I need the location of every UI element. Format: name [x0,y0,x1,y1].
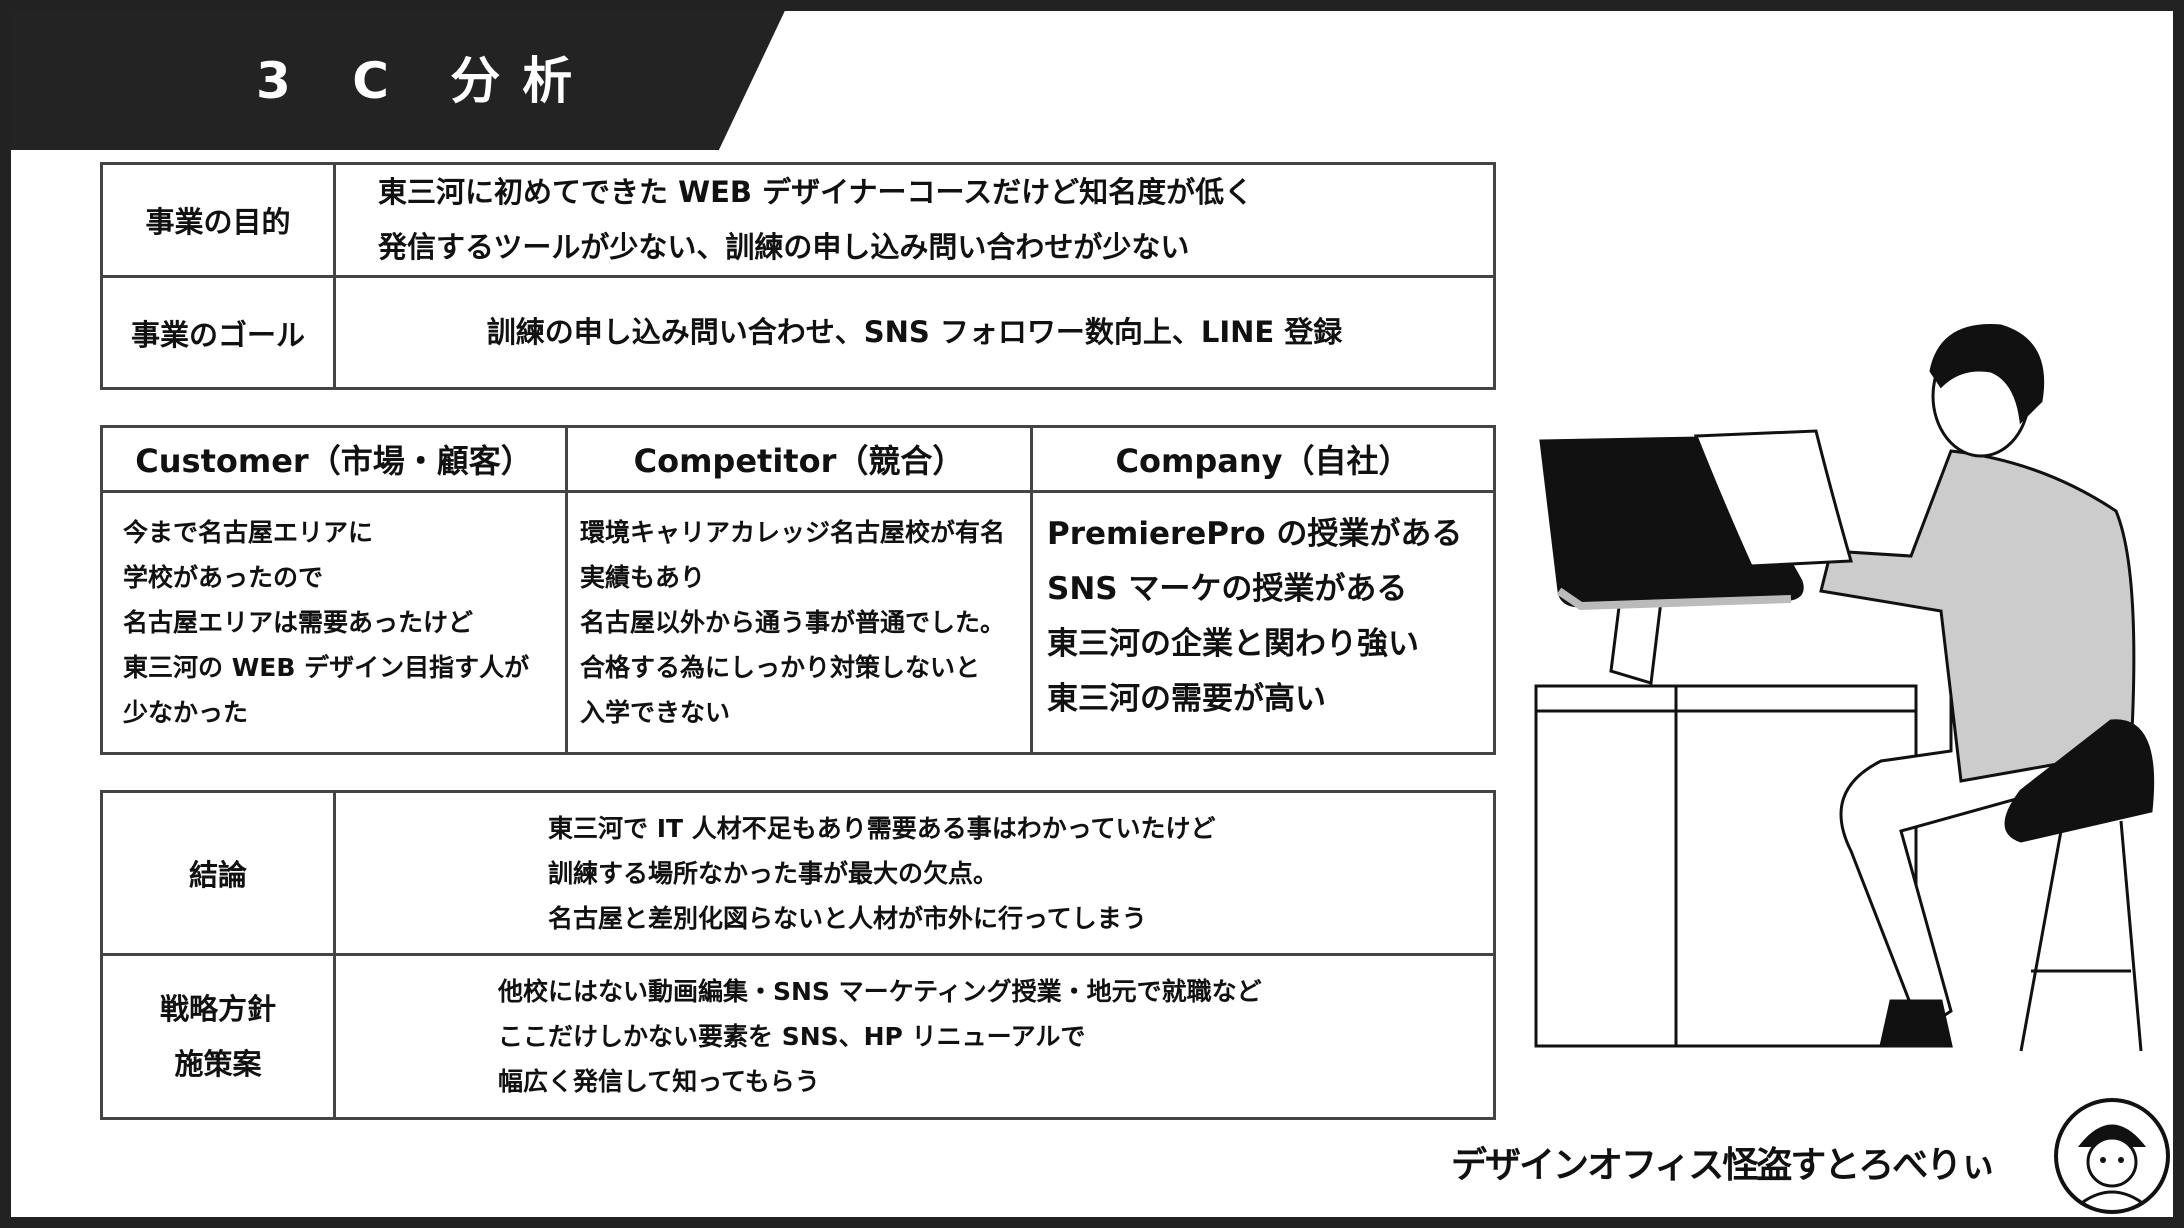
competitor-line: 環境キャリアカレッジ名古屋校が有名 [580,518,1006,547]
competitor-line: 名古屋以外から通う事が普通でした。 [580,608,1006,637]
customer-line: 名古屋エリアは需要あったけど [123,608,474,637]
chair-seat [2004,719,2155,843]
competitor-cell: 環境キャリアカレッジ名古屋校が有名 実績もあり 名古屋以外から通う事が普通でした… [565,490,1033,755]
purpose-label: 事業の目的 [100,162,336,278]
brand-avatar-logo [2054,1098,2170,1214]
hair [1929,324,2045,425]
desk [1534,684,1918,1048]
brand-logo-text: デザインオフィス怪盗すとろべりぃ [1451,1145,1996,1186]
competitor-line: 入学できない [580,698,731,727]
conclusion-text: 東三河で IT 人材不足もあり需要ある事はわかっていたけど 訓練する場所なかった… [333,790,1496,956]
customer-line: 東三河の WEB デザイン目指す人が [123,653,530,682]
company-line: PremierePro の授業がある [1047,516,1463,552]
competitor-line: 合格する為にしっかり対策しないと [580,653,981,682]
strategy-line: ここだけしかない要素を SNS、HP リニューアルで [498,1022,1086,1051]
strategy-label: 戦略方針 施策案 [100,953,336,1120]
strategy-label-line: 施策案 [174,1046,262,1081]
company-line: 東三河の企業と関わり強い [1047,626,1419,662]
mascot-icon [2078,1124,2146,1204]
conclusion-line: 名古屋と差別化図らないと人材が市外に行ってしまう [548,903,1147,933]
company-header: Company（自社） [1030,425,1496,493]
page-title: 3 C 分析 [256,52,595,110]
customer-header: Customer（市場・顧客） [100,425,568,493]
strategy-label-line: 戦略方針 [159,991,276,1026]
strategy-line: 他校にはない動画編集・SNS マーケティング授業・地元で就職など [498,977,1262,1006]
business-table: 事業の目的 東三河に初めてできた WEB デザイナーコースだけど知名度が低く 発… [100,162,1496,390]
strategy-text: 他校にはない動画編集・SNS マーケティング授業・地元で就職など ここだけしかな… [333,953,1496,1120]
customer-line: 学校があったので [123,563,324,592]
slide: 3 C 分析 事業の目的 東三河に初めてできた WEB デザイナーコースだけど知… [11,11,2173,1217]
conclusion-line: 東三河で IT 人材不足もあり需要ある事はわかっていたけど [548,813,1216,843]
company-line: 東三河の需要が高い [1047,681,1326,717]
purpose-line: 東三河に初めてできた WEB デザイナーコースだけど知名度が低く [378,175,1254,209]
competitor-line: 実績もあり [580,563,706,592]
paper [1693,429,1853,568]
person-at-computer-illustration [1534,324,2155,1052]
strategy-line: 幅広く発信して知ってもらう [498,1067,820,1096]
customer-cell: 今まで名古屋エリアに 学校があったので 名古屋エリアは需要あったけど 東三河の … [100,490,568,755]
customer-line: 少なかった [123,698,249,727]
goal-label: 事業のゴール [100,275,336,390]
competitor-header: Competitor（競合） [565,425,1033,493]
three-c-table: Customer（市場・顧客） Competitor（競合） Company（自… [100,425,1496,755]
shoe [1879,999,1953,1048]
conclusion-line: 訓練する場所なかった事が最大の欠点。 [548,858,999,888]
company-cell: PremierePro の授業がある SNS マーケの授業がある 東三河の企業と… [1030,490,1496,755]
purpose-text: 東三河に初めてできた WEB デザイナーコースだけど知名度が低く 発信するツール… [333,162,1496,278]
customer-line: 今まで名古屋エリアに [123,518,374,547]
header-tab [11,11,790,150]
goal-text: 訓練の申し込み問い合わせ、SNS フォロワー数向上、LINE 登録 [333,275,1496,390]
company-line: SNS マーケの授業がある [1047,571,1408,607]
purpose-line: 発信するツールが少ない、訓練の申し込み問い合わせが少ない [378,230,1190,264]
conclusion-label: 結論 [100,790,336,956]
conclusion-table: 結論 東三河で IT 人材不足もあり需要ある事はわかっていたけど 訓練する場所な… [100,790,1496,1120]
